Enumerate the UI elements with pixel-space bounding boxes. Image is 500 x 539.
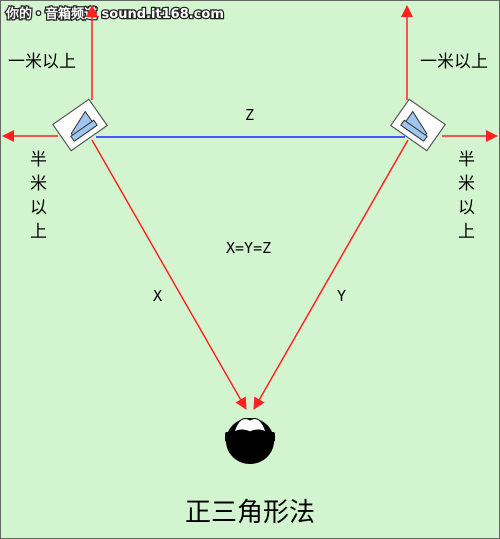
right-speaker-icon [389,98,447,152]
left-side-char-4: 上 [30,222,47,242]
listener-head-icon [225,418,275,464]
edge-x-label: X [153,287,162,305]
right-side-char-2: 米 [458,174,475,194]
edge-y-line [253,139,409,410]
left-speaker-icon [51,98,109,152]
right-side-char-1: 半 [458,150,475,170]
left-side-char-3: 以 [30,198,47,218]
left-side-char-2: 米 [30,174,47,194]
top-right-label: 一米以上 [420,52,488,72]
equation-label: X=Y=Z [226,239,271,257]
edge-z-label: Z [245,106,254,124]
edge-y-label: Y [337,287,346,305]
right-side-char-4: 上 [458,222,475,242]
left-side-char-1: 半 [30,150,47,170]
watermark-text: 你的・音箱频道 sound.it168.com [5,6,224,22]
page-title: 正三角形法 [185,498,315,528]
edge-x-line [91,139,247,410]
top-left-label: 一米以上 [8,52,76,72]
right-side-char-3: 以 [458,198,475,218]
